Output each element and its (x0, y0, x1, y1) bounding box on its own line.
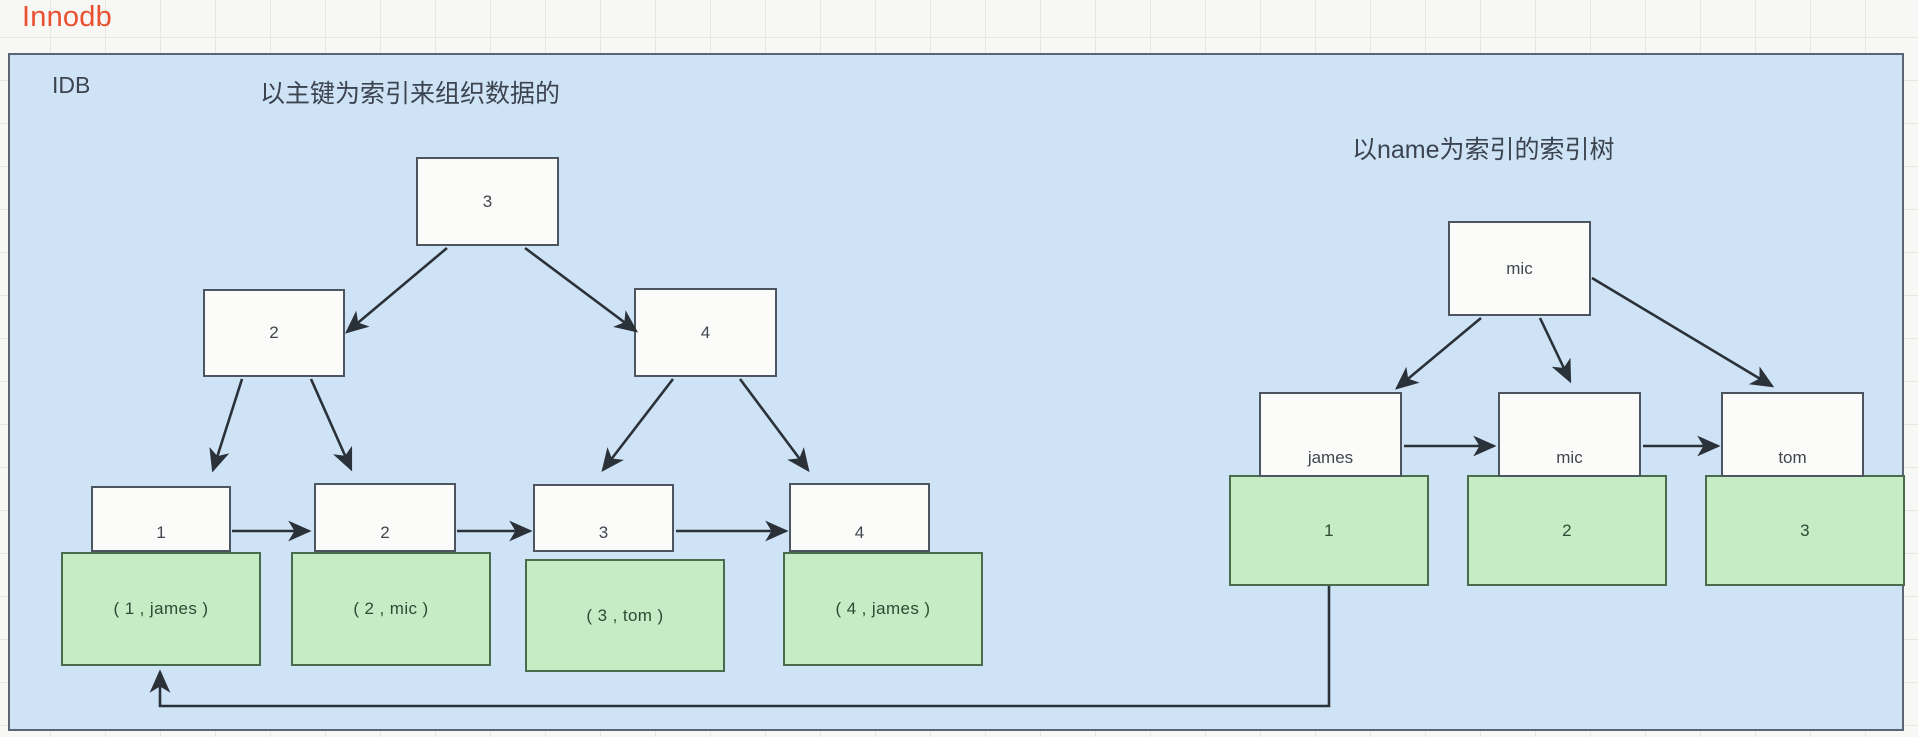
pk-leaf-key-label-0: 1 (156, 523, 166, 542)
name-pk-label-0: 1 (1324, 520, 1334, 540)
primary-tree-title: 以主键为索引来组织数据的 (260, 80, 561, 108)
name-pk-box-1[interactable]: 1 (1229, 475, 1429, 586)
name-pk-label-2: 3 (1800, 520, 1810, 540)
pk-record-box-2[interactable]: ( 2 , mic ) (291, 552, 491, 666)
pk-leaf-key-1[interactable]: 1 (91, 486, 231, 552)
name-pk-box-2[interactable]: 2 (1467, 475, 1667, 586)
pk-record-box-1[interactable]: ( 1 , james ) (61, 552, 261, 666)
name-leaf-label-2: tom (1778, 448, 1807, 467)
name-leaf-key-james[interactable]: james (1259, 392, 1402, 477)
pk-record-box-4[interactable]: ( 4 , james ) (783, 552, 983, 666)
pk-internal-node-4[interactable]: 4 (634, 288, 777, 377)
pk-record-label-0: ( 1 , james ) (113, 599, 209, 618)
pk-record-box-3[interactable]: ( 3 , tom ) (525, 559, 725, 672)
pk-internal-label-0: 2 (269, 323, 279, 342)
pk-leaf-key-2[interactable]: 2 (314, 483, 456, 552)
name-leaf-label-1: mic (1556, 448, 1583, 467)
pk-root-node[interactable]: 3 (416, 157, 559, 246)
pk-leaf-key-label-2: 3 (598, 523, 609, 542)
name-root-label: mic (1506, 258, 1533, 278)
pk-record-label-1: ( 2 , mic ) (353, 599, 429, 618)
name-leaf-key-mic[interactable]: mic (1498, 392, 1641, 477)
pk-leaf-key-3[interactable]: 3 (533, 484, 674, 552)
pk-record-label-2: ( 3 , tom ) (586, 605, 664, 625)
name-leaf-label-0: james (1307, 448, 1354, 467)
name-pk-box-3[interactable]: 3 (1705, 475, 1905, 586)
pk-leaf-key-label-3: 4 (854, 523, 865, 542)
pk-leaf-key-4[interactable]: 4 (789, 483, 930, 552)
page-title: Innodb (22, 1, 112, 33)
name-pk-label-1: 2 (1562, 520, 1572, 540)
pk-record-label-3: ( 4 , james ) (835, 599, 931, 618)
panel-label: IDB (52, 72, 91, 98)
pk-internal-node-2[interactable]: 2 (203, 289, 345, 377)
secondary-tree-title: 以name为索引的索引树 (1352, 136, 1615, 164)
pk-root-label: 3 (482, 191, 493, 211)
pk-leaf-key-label-1: 2 (380, 523, 390, 542)
name-leaf-key-tom[interactable]: tom (1721, 392, 1864, 477)
pk-internal-label-1: 4 (700, 322, 711, 342)
name-root-node[interactable]: mic (1448, 221, 1591, 316)
